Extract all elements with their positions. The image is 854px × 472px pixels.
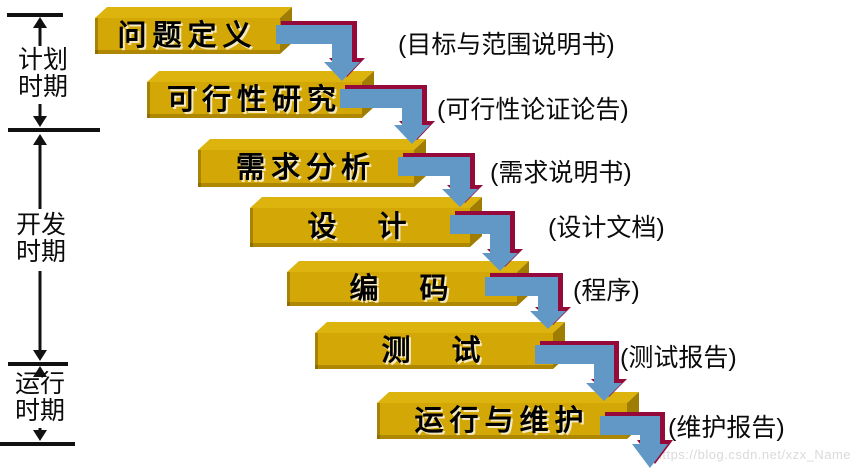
step-box-requirements-analysis: 需求分析: [198, 139, 426, 187]
box-front-face: 运行与维护: [377, 403, 627, 439]
step-label: 需求分析: [235, 152, 376, 184]
step-box-problem-definition: 问题定义: [95, 7, 292, 54]
box-top-face: [147, 71, 374, 82]
phase-text-line: 时期: [17, 73, 68, 101]
box-front-face: 编 码: [287, 272, 517, 306]
box-front-face: 需求分析: [198, 150, 414, 187]
deliverable-label-scope-statement: (目标与范围说明书): [398, 31, 615, 59]
step-box-operation-maintenance: 运行与维护: [377, 392, 639, 439]
phase-text-line: 时期: [14, 397, 65, 425]
step-label: 问题定义: [117, 19, 258, 52]
box-front-face: 问题定义: [95, 18, 280, 54]
box-top-face: [198, 139, 426, 150]
phase-label-operation: 运行 时期: [12, 371, 68, 425]
deliverable-label-test-report: (测试报告): [620, 344, 737, 372]
step-label: 可行性研究: [166, 83, 342, 116]
step-label: 测 试: [381, 334, 487, 367]
box-top-face: [377, 392, 639, 403]
step-box-testing: 测 试: [315, 322, 565, 369]
phase-text-line: 计划: [17, 46, 68, 74]
watermark-url: https://blog.csdn.net/xzx_Name: [654, 447, 851, 462]
phase-text-line: 开发: [15, 211, 66, 239]
phase-text-line: 时期: [15, 238, 66, 266]
box-front-face: 设 计: [250, 208, 470, 247]
step-label: 编 码: [349, 272, 455, 305]
box-top-face: [287, 261, 529, 272]
box-front-face: 测 试: [315, 333, 553, 369]
deliverable-label-requirements-spec: (需求说明书): [490, 159, 632, 187]
phase-text-line: 运行: [14, 370, 65, 398]
step-box-coding: 编 码: [287, 261, 529, 306]
box-top-face: [250, 197, 482, 208]
step-label: 运行与维护: [414, 404, 590, 437]
deliverable-label-maintenance-report: (维护报告): [668, 414, 785, 442]
box-front-face: 可行性研究: [147, 82, 362, 118]
deliverable-label-design-document: (设计文档): [548, 214, 665, 242]
deliverable-label-program: (程序): [573, 277, 640, 305]
phase-label-planning: 计划 时期: [16, 47, 70, 101]
step-box-feasibility-study: 可行性研究: [147, 71, 374, 118]
box-top-face: [315, 322, 565, 333]
box-top-face: [95, 7, 292, 18]
step-box-design: 设 计: [250, 197, 482, 247]
deliverable-label-feasibility-report: (可行性论证论告): [437, 96, 629, 124]
phase-label-development: 开发 时期: [14, 212, 68, 266]
step-label: 设 计: [307, 211, 413, 243]
